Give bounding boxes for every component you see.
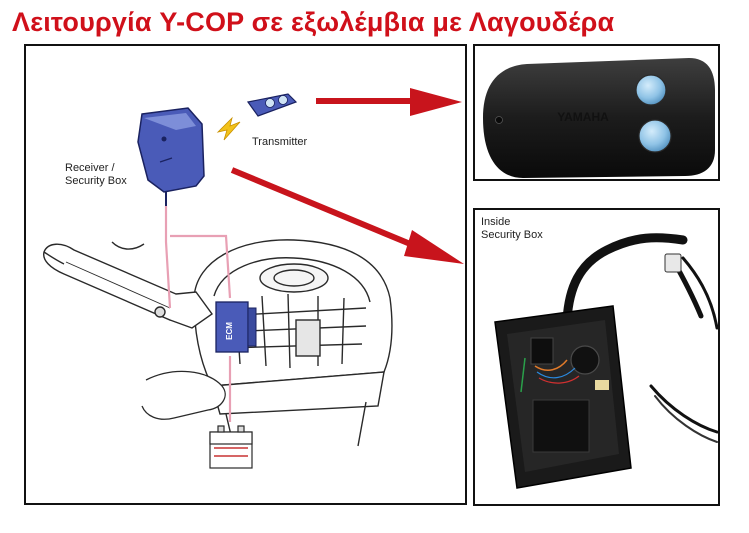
remote-photo-panel: YAMAHA [473, 44, 720, 181]
tiller-handle [43, 241, 213, 329]
operator-hand [141, 370, 226, 420]
engine-diagram: ECM [43, 93, 393, 469]
remote-brand: YAMAHA [557, 110, 609, 124]
page-title: Λειτουργία Y-COP σε εξωλέμβια με Λαγουδέ… [12, 7, 615, 37]
battery [209, 425, 253, 469]
receiver-security-box [137, 107, 205, 206]
security-box-cables [562, 233, 718, 443]
transmitter-label: Transmitter [252, 136, 308, 148]
inside-security-box-panel: Inside Security Box [473, 208, 720, 506]
remote-button-bottom [638, 119, 672, 153]
cable-connector [664, 253, 682, 273]
remote-button-top [635, 74, 667, 106]
signal-bolt-icon [216, 116, 241, 141]
yamaha-remote-photo: YAMAHA [483, 58, 715, 178]
ecm-label: ECM [225, 322, 234, 340]
transmitter-remote [246, 93, 298, 117]
inside-security-box-photo [494, 233, 718, 489]
engine-diagram-panel: ECM Transmitter Receiver / Security Box [24, 44, 467, 505]
wiring-harness [164, 206, 232, 422]
remote-screw [495, 116, 503, 124]
ecm-module: ECM [215, 301, 257, 353]
receiver-label: Receiver / Security Box [65, 162, 127, 187]
inside-security-box-label: Inside Security Box [481, 216, 543, 241]
circuit-components [520, 337, 609, 453]
